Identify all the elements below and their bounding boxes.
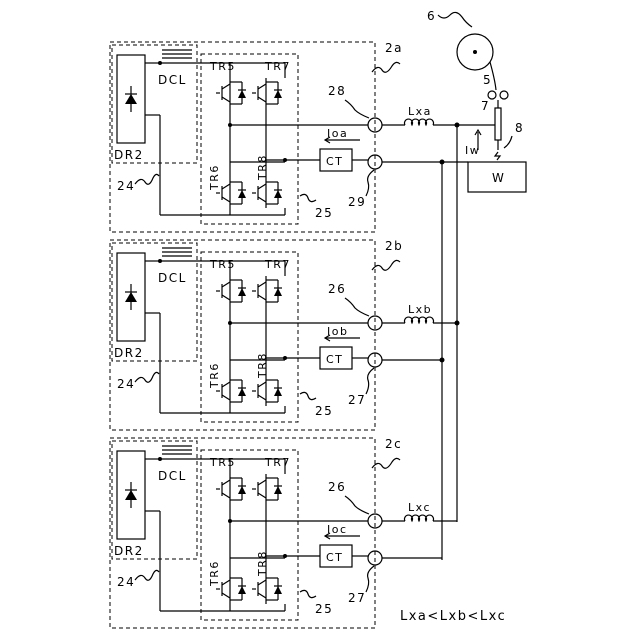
current-transformer-label: CT [326, 353, 343, 366]
output-inductor-coil [404, 515, 433, 521]
inductance-label: Lxb [408, 303, 432, 316]
leader-squiggle [438, 12, 472, 27]
rectifier-label: DR2 [114, 346, 144, 360]
converter-unit-a: 2aDR2 24 DCL TR5 TR7TR6 TR8 25 CT Ioa 28 29 Lxa [110, 41, 457, 232]
output-current-label: Iob [327, 325, 348, 338]
transistor-tr8-label: TR8 [256, 352, 269, 379]
load-current-label: Iw [465, 144, 480, 157]
bridge-ref: 25 [315, 404, 333, 418]
wire-spool-ref: 6 [427, 9, 436, 23]
rectifier-diode-icon [125, 490, 137, 500]
reactor-label: DCL [158, 73, 187, 87]
unit-group-label: 2a [385, 41, 403, 55]
converter-unit-b: 2bDR2 24 DCL TR5 TR7TR6 TR8 25 CT Iob 26 27 Lxb [110, 239, 457, 430]
transistor-tr8-label: TR8 [256, 550, 269, 577]
inverter-boundary [201, 252, 298, 422]
output-current-label: Ioa [327, 127, 348, 140]
transistor-tr8-label: TR8 [256, 154, 269, 181]
rectifier-ref: 24 [117, 179, 135, 193]
transistor-tr6-label: TR6 [208, 362, 221, 389]
transistor-tr7-label: TR7 [264, 258, 291, 271]
terminal-top-ref: 26 [328, 480, 346, 494]
current-transformer-label: CT [326, 551, 343, 564]
leader-squiggle [372, 260, 400, 270]
junction-dot [440, 358, 445, 363]
roller-ref: 5 [483, 73, 492, 87]
current-transformer-label: CT [326, 155, 343, 168]
terminal-bottom-ref: 29 [348, 195, 366, 209]
leader-squiggle [372, 62, 400, 72]
transistor-tr7-label: TR7 [264, 60, 291, 73]
transistor-tr5-label: TR5 [209, 258, 236, 271]
transistor-tr6-label: TR6 [208, 560, 221, 587]
rectifier-diode-icon [125, 94, 137, 104]
bridge-ref: 25 [315, 602, 333, 616]
reactor-label: DCL [158, 469, 187, 483]
transistor-tr6-label: TR6 [208, 164, 221, 191]
output-inductor-coil [404, 119, 433, 125]
inductance-label: Lxc [408, 501, 431, 514]
inverter-boundary [201, 54, 298, 224]
rectifier-ref: 24 [117, 377, 135, 391]
terminal-top-ref: 28 [328, 84, 346, 98]
arc-icon [495, 152, 500, 160]
terminal-top-ref: 26 [328, 282, 346, 296]
transistor-tr5-label: TR5 [209, 456, 236, 469]
output-current-label: Ioc [327, 523, 348, 536]
converter-unit-c: 2cDR2 24 DCL TR5 TR7TR6 TR8 25 CT Ioc 26 27 Lxc [110, 437, 457, 628]
arc-ref: 8 [515, 121, 524, 135]
leader-squiggle [372, 458, 400, 468]
output-inductor-coil [404, 317, 433, 323]
rectifier-ref: 24 [117, 575, 135, 589]
bridge-ref: 25 [315, 206, 333, 220]
unit-group-label: 2b [385, 239, 403, 253]
inverter-boundary [201, 450, 298, 620]
rectifier-label: DR2 [114, 544, 144, 558]
feed-roller-icon [488, 91, 496, 99]
inductance-relation: Lxa<Lxb<Lxc [400, 609, 506, 624]
inductance-label: Lxa [408, 105, 432, 118]
junction-dot [455, 321, 460, 326]
transistor-tr5-label: TR5 [209, 60, 236, 73]
terminal-bottom-ref: 27 [348, 393, 366, 407]
transistor-tr7-label: TR7 [264, 456, 291, 469]
torch-icon [495, 108, 501, 140]
rectifier-diode-icon [125, 292, 137, 302]
workpiece-label: W [492, 171, 505, 185]
unit-group-label: 2c [385, 437, 402, 451]
terminal-bottom-ref: 27 [348, 591, 366, 605]
leader-squiggle [504, 136, 512, 148]
feed-roller-icon [500, 91, 508, 99]
torch-ref: 7 [481, 99, 490, 113]
rectifier-label: DR2 [114, 148, 144, 162]
reactor-label: DCL [158, 271, 187, 285]
